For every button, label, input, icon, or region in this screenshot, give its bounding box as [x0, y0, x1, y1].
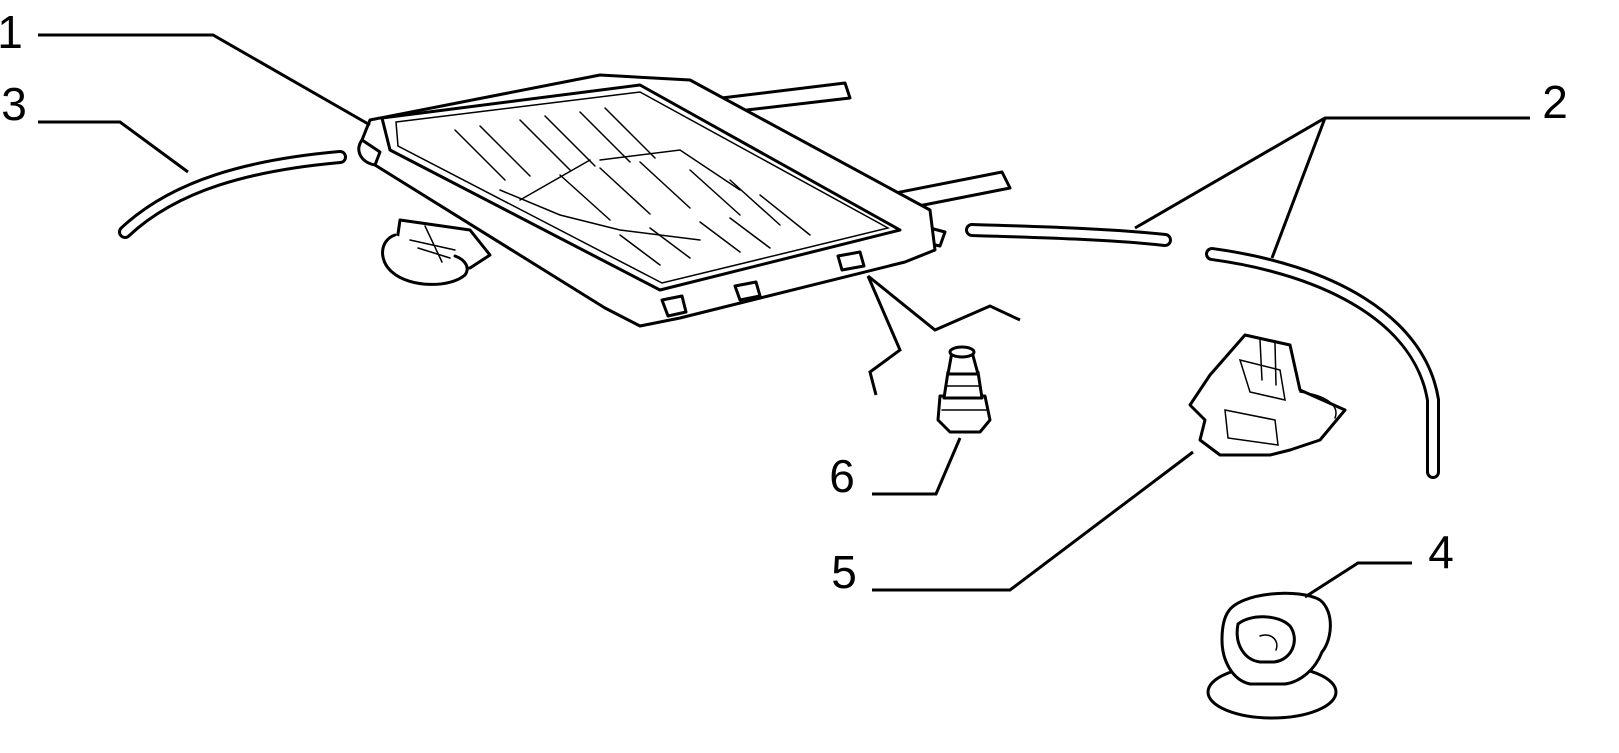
leader-line-3 — [38, 120, 189, 174]
leader-line-6 — [872, 437, 962, 496]
hose-retaining-grommet — [1206, 591, 1338, 720]
detail-marker-left — [866, 275, 902, 396]
drain-hose-left — [118, 150, 347, 239]
callout-label-3: 3 — [1, 78, 27, 130]
callout-label-5: 5 — [831, 546, 857, 598]
drain-fitting — [936, 345, 992, 434]
sunroof-frame-assembly — [357, 73, 1012, 328]
callout-label-4: 4 — [1428, 526, 1454, 578]
detail-marker-right — [867, 274, 1021, 332]
callout-label-2: 2 — [1542, 76, 1568, 128]
leader-line-2b — [1270, 117, 1327, 259]
callout-label-1: 1 — [0, 6, 23, 58]
callout-label-6: 6 — [829, 450, 855, 502]
leader-line-5 — [872, 450, 1194, 592]
leader-line-4 — [1304, 561, 1412, 599]
drain-hose-right-long — [1205, 247, 1440, 479]
drain-hose-right-short — [965, 223, 1172, 247]
leader-line-1 — [38, 33, 371, 127]
hose-clip-bracket — [1188, 333, 1347, 457]
leader-line-2a — [1134, 116, 1530, 230]
